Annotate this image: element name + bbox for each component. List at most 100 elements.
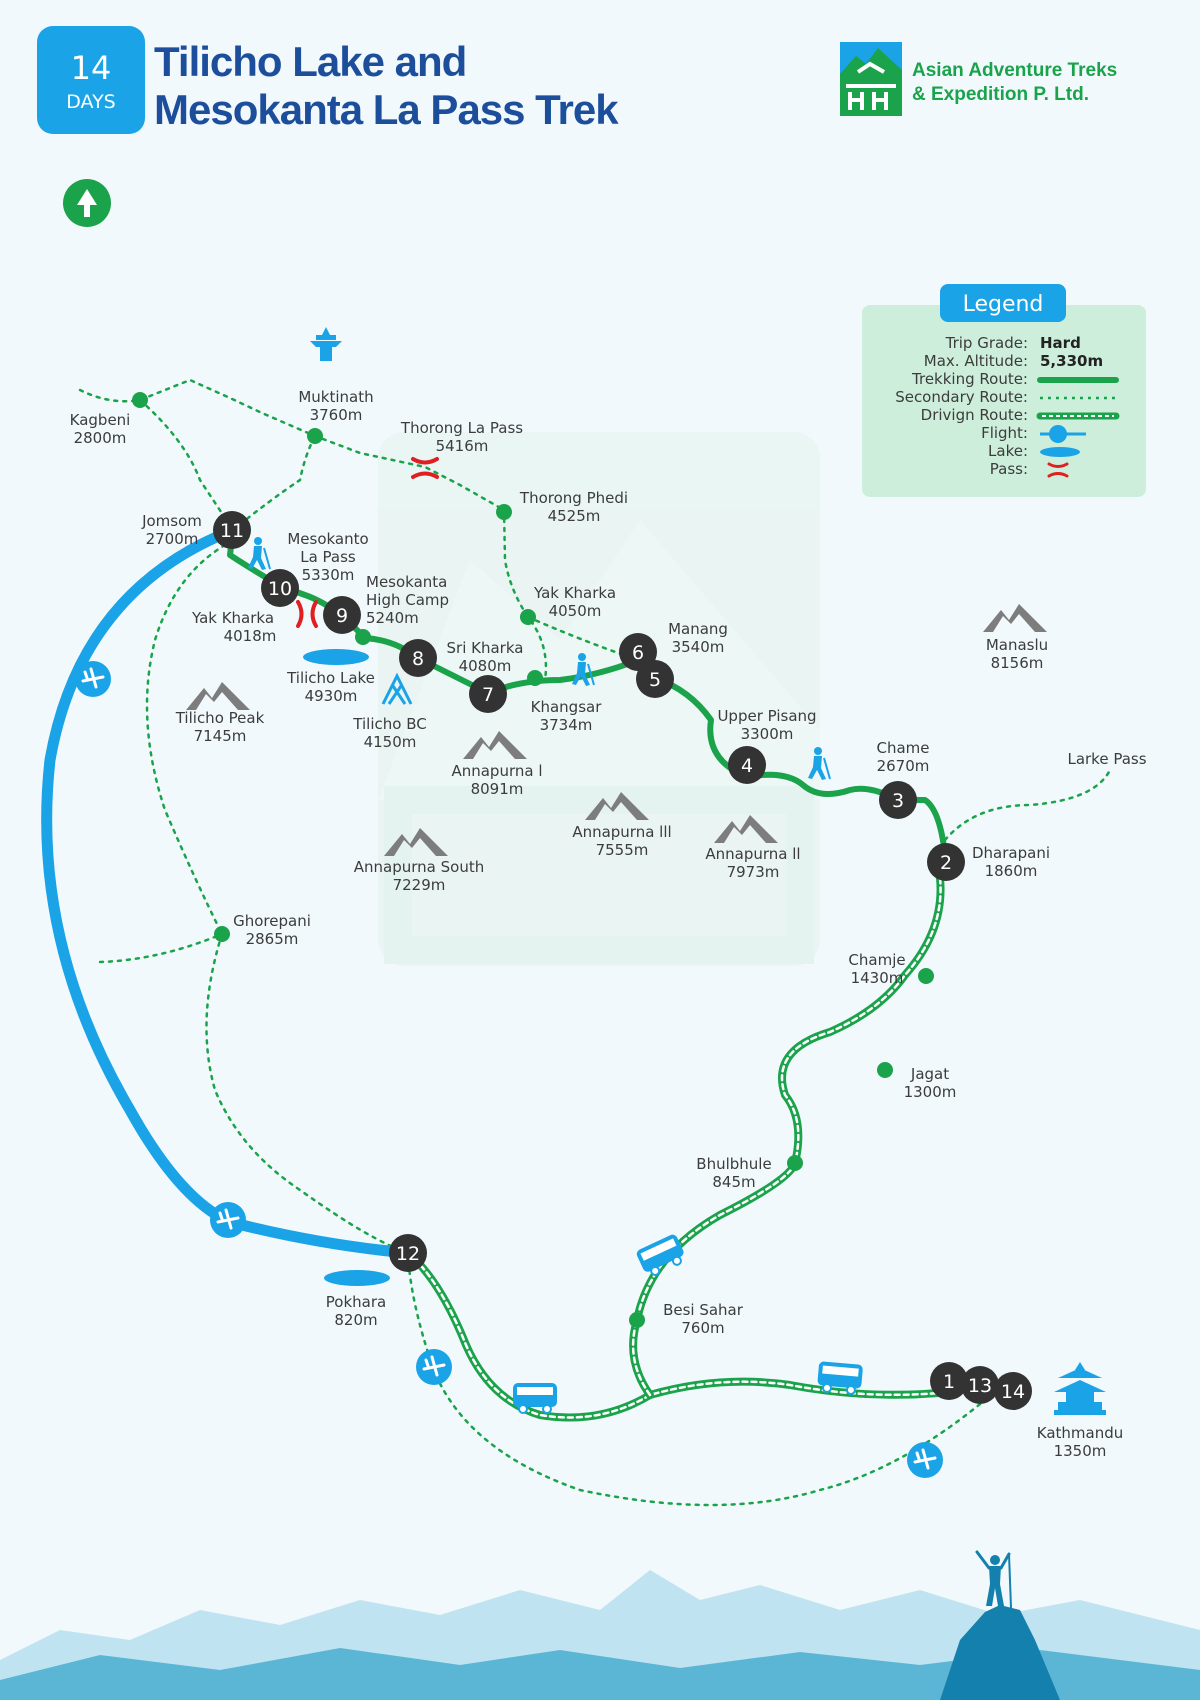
page-title: Tilicho Lake and [154,38,466,85]
days-badge: 14 DAYS [37,26,145,134]
day-marker-11: 11 [213,511,251,549]
place-altitude: 2700m [146,530,199,548]
legend-label: Trip Grade: [945,334,1028,352]
place-altitude: 4150m [364,733,417,751]
pass-icon [1047,462,1069,478]
place-altitude: 4080m [459,657,512,675]
place-name: Chamje [848,951,905,969]
place-name: Chame [876,739,929,757]
day-marker-3: 3 [879,781,917,819]
lake-icon [324,1270,390,1286]
peak-name: Manaslu [986,636,1048,654]
place-altitude: 845m [712,1173,755,1191]
legend-label: Lake: [988,442,1028,460]
peak-name: Annapurna lll [572,823,671,841]
place-name: La Pass [300,548,356,566]
place-name: Yak Kharka [533,584,616,602]
bus-icon [817,1361,863,1396]
day-marker-9: 9 [323,596,361,634]
watermark-logo [378,432,820,966]
peak-altitude: 7973m [727,863,780,881]
place-name: Mesokanta [366,573,447,591]
legend-title: Legend [963,292,1044,317]
peak-name: Annapurna ll [705,845,800,863]
day-marker-1: 1 [930,1362,968,1400]
place-altitude: 760m [681,1319,724,1337]
day-number: 6 [632,642,644,664]
legend-label: Secondary Route: [895,388,1028,406]
hiker-icon [808,747,831,780]
day-marker-8: 8 [399,639,437,677]
place-altitude: 820m [334,1311,377,1329]
place-altitude: 2670m [877,757,930,775]
day-marker-2: 2 [927,843,965,881]
legend-label: Trekking Route: [911,370,1028,388]
place-altitude: 5330m [302,566,355,584]
place-name: Muktinath [298,388,373,406]
place-name: Khangsar [531,698,603,716]
place-altitude: 1350m [1054,1442,1107,1460]
day-number: 9 [336,605,348,627]
day-number: 2 [940,852,952,874]
bottom-scenery [0,1550,1200,1700]
day-marker-10: 10 [261,569,299,607]
pass-icon [296,600,318,628]
place-name: High Camp [366,591,449,609]
company-name: Asian Adventure Treks [912,60,1117,81]
place-altitude: 4930m [305,687,358,705]
plane-icon [210,1202,246,1238]
day-number: 8 [412,648,424,670]
place-altitude: 2865m [246,930,299,948]
peak-altitude: 7145m [194,727,247,745]
day-number: 14 [1001,1381,1025,1403]
place-altitude: 3734m [540,716,593,734]
lake-icon [1040,447,1080,457]
place-name: Jomsom [141,512,202,530]
place-altitude: 4525m [548,507,601,525]
place-name: Mesokanto [287,530,368,548]
peak-name: Annapurna l [451,762,542,780]
plane-icon [907,1442,943,1478]
day-number: 3 [892,790,904,812]
place-name: Tilicho BC [352,715,426,733]
place-altitude: 3540m [672,638,725,656]
day-markers: 11 10 9 8 7 6 5 4 3 2 12 1 13 14 [213,511,1032,1410]
day-number: 10 [268,578,292,600]
peak-name: Tilicho Peak [175,709,265,727]
waypoint-dots [132,392,934,1328]
place-altitude: 1860m [985,862,1038,880]
temple-icon [310,327,342,361]
place-name: Sri Kharka [447,639,524,657]
legend-value: 5,330m [1040,352,1103,370]
place-altitude: 4050m [549,602,602,620]
place-name: Yak Kharka [191,609,274,627]
day-marker-7: 7 [469,675,507,713]
legend-label: Drivign Route: [921,406,1028,424]
plane-icon [1049,425,1067,443]
day-marker-4: 4 [728,746,766,784]
place-name: Ghorepani [233,912,311,930]
day-number: 1 [943,1371,955,1393]
days-number: 14 [71,49,112,87]
day-number: 13 [968,1375,992,1397]
day-marker-12: 12 [389,1234,427,1272]
day-marker-5: 5 [636,660,674,698]
peak-altitude: 8091m [471,780,524,798]
hiker-icon [248,537,271,570]
mountain-icon [186,682,250,710]
page-title: Mesokanta La Pass Trek [154,86,619,133]
north-arrow-icon [63,179,111,227]
place-name: Manang [668,620,728,638]
place-name: Tilicho Lake [286,669,375,687]
peak-labels: Manaslu 8156m Tilicho Peak 7145m Annapur… [175,636,1048,894]
day-marker-14: 14 [994,1372,1032,1410]
tent-icon [381,672,413,705]
place-name: Besi Sahar [663,1301,744,1319]
pass-icon [411,457,439,479]
place-altitude: 4018m [224,627,277,645]
climber-icon [975,1550,1012,1609]
legend-label: Flight: [981,424,1028,442]
place-name: Jagat [910,1065,949,1083]
place-name: Bhulbhule [696,1155,771,1173]
lake-icon [303,649,369,665]
